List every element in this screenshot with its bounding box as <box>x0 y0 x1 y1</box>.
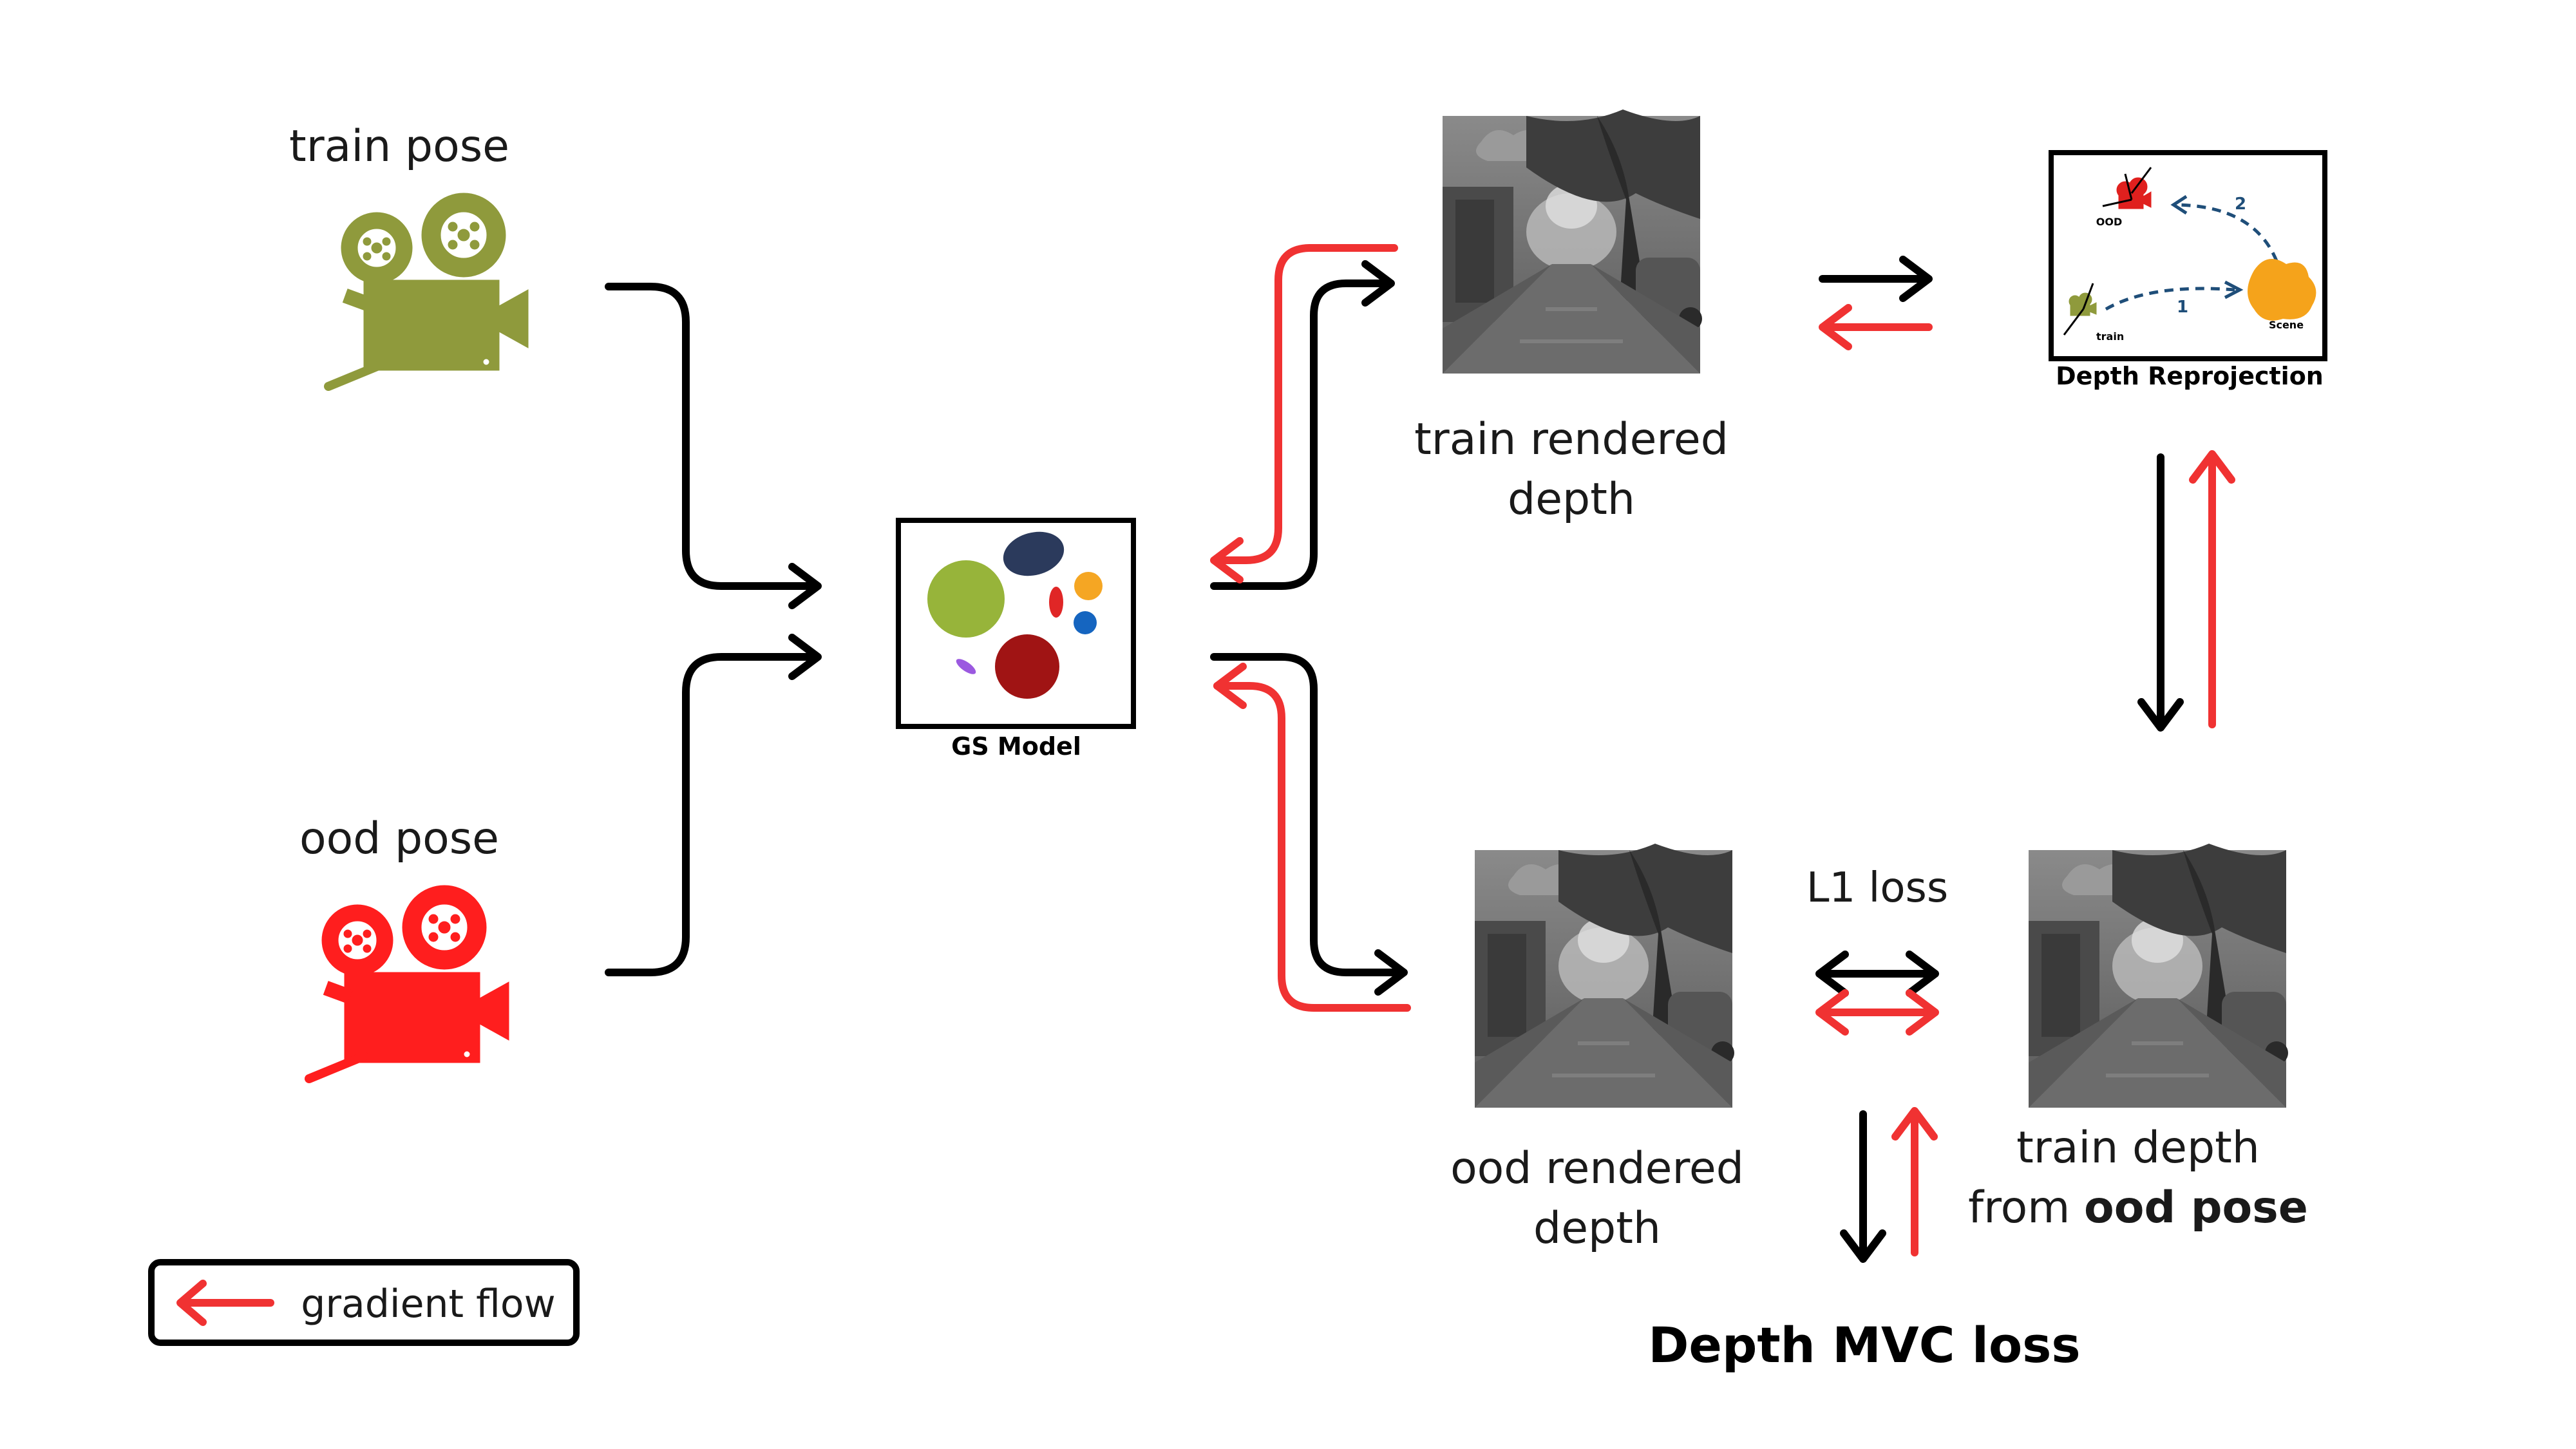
mvc-loss-black-arrowhead <box>1840 1229 1886 1263</box>
gs-to-train-depth-arrow <box>1210 279 1388 590</box>
train-pose-label: train pose <box>289 121 509 172</box>
train-camera-icon <box>328 193 528 386</box>
ood-to-gs-arrowhead <box>788 634 822 680</box>
gs-to-train-depth-arrowhead <box>1361 260 1395 307</box>
train-depth-gradient-arrowhead <box>1210 537 1244 583</box>
train-depth-label-bold: ood pose <box>2084 1182 2308 1233</box>
legend-gradient-arrowhead <box>176 1280 207 1326</box>
train-depth-from-ood-image <box>2029 844 2288 1108</box>
depth-reprojection-label: Depth Reprojection <box>2056 362 2324 390</box>
reprojection-step1-arrow <box>2105 287 2235 311</box>
l1-loss-black-arrowheads <box>1815 951 1939 997</box>
ood-depth-gradient-arrow <box>1213 682 1411 1012</box>
l1-loss-red-arrowheads <box>1815 989 1939 1036</box>
ood-rendered-depth-label-line1: ood rendered <box>1450 1143 1744 1194</box>
reprojection-step1-label: 1 <box>2177 298 2188 317</box>
train-rendered-depth-image <box>1443 109 1702 374</box>
mvc-loss-red-arrowhead <box>1891 1107 1938 1141</box>
train-to-gs-arrow <box>605 283 819 590</box>
ood-camera-icon <box>309 886 509 1079</box>
reprojection-scene-label: Scene <box>2269 319 2304 331</box>
reprojection-ood-label: OOD <box>2096 216 2122 228</box>
reprojection-to-train-depth-arrowhead <box>2137 698 2184 732</box>
train-depth-to-reprojection-arrowhead <box>1899 256 1933 302</box>
gs-model-icon <box>896 518 1136 729</box>
legend-label: gradient flow <box>301 1282 555 1327</box>
train-depth-label-prefix: from <box>1968 1182 2084 1233</box>
gs-to-ood-depth-arrow <box>1210 653 1401 976</box>
ood-depth-gradient-arrowhead <box>1213 663 1247 709</box>
gs-model-label: GS Model <box>951 732 1081 761</box>
ood-pose-label: ood pose <box>299 813 499 864</box>
ood-rendered-depth-image <box>1475 844 1734 1108</box>
l1-loss-label: L1 loss <box>1806 864 1948 912</box>
train-to-gs-arrowhead <box>788 563 822 609</box>
depth-mvc-loss-label: Depth MVC loss <box>1648 1316 2080 1374</box>
train-depth-gradient-up-arrowhead <box>2189 450 2235 484</box>
train-depth-gradient-arrow <box>1213 244 1398 564</box>
depth-reprojection-icon: OOD 2 train 1 Scene <box>2049 150 2327 361</box>
ood-rendered-depth-label-line2: depth <box>1533 1203 1661 1254</box>
reprojection-gradient-arrowhead <box>1819 304 1852 350</box>
train-rendered-depth-label-line1: train rendered <box>1414 414 1728 465</box>
train-depth-label-line2: from ood pose <box>1968 1182 2308 1233</box>
scene-blob <box>2248 259 2316 321</box>
legend-box <box>148 1259 580 1346</box>
legend: gradient flow <box>148 1259 580 1346</box>
train-rendered-depth-label-line2: depth <box>1508 474 1635 525</box>
gs-to-ood-depth-arrowhead <box>1374 949 1408 996</box>
ood-to-gs-arrow <box>605 653 819 976</box>
train-depth-label-line1: train depth <box>2016 1122 2260 1173</box>
reprojection-train-label: train <box>2096 330 2124 343</box>
reprojection-step2-label: 2 <box>2235 194 2246 214</box>
